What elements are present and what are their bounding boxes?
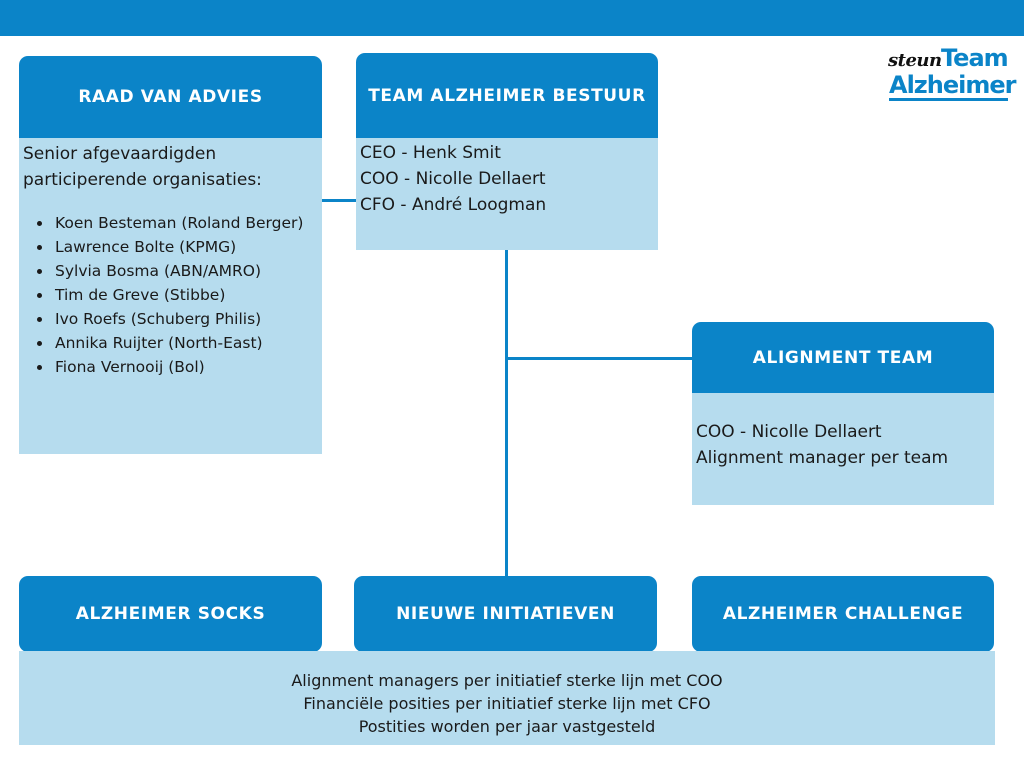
bestuur-box: TEAM ALZHEIMER BESTUUR CEO - Henk Smit C… bbox=[356, 53, 658, 250]
nieuwe-initiatieven-header: NIEUWE INITIATIEVEN bbox=[354, 576, 657, 652]
nieuwe-initiatieven-box: NIEUWE INITIATIEVEN bbox=[354, 576, 657, 652]
raad-member: Annika Ruijter (North-East) bbox=[53, 331, 318, 355]
connector-raad-bestuur bbox=[322, 199, 356, 202]
bestuur-title: TEAM ALZHEIMER BESTUUR bbox=[368, 85, 646, 106]
raad-member: Fiona Vernooij (Bol) bbox=[53, 355, 318, 379]
raad-van-advies-body: Senior afgevaardigden participerende org… bbox=[19, 138, 322, 454]
alignment-line: Alignment manager per team bbox=[696, 448, 949, 468]
connector-bestuur-vertical bbox=[505, 250, 508, 576]
alzheimer-challenge-box: ALZHEIMER CHALLENGE bbox=[692, 576, 994, 652]
raad-member: Tim de Greve (Stibbe) bbox=[53, 283, 318, 307]
alzheimer-socks-title: ALZHEIMER SOCKS bbox=[75, 604, 266, 624]
alignment-team-title: ALIGNMENT TEAM bbox=[752, 347, 934, 368]
raad-member: Lawrence Bolte (KPMG) bbox=[53, 235, 318, 259]
raad-van-advies-title: RAAD VAN ADVIES bbox=[78, 87, 263, 107]
alignment-team-body: COO - Nicolle Dellaert Alignment manager… bbox=[692, 393, 994, 505]
notes-line: Financiële posities per initiatief sterk… bbox=[303, 694, 711, 713]
alignment-line: COO - Nicolle Dellaert bbox=[696, 422, 882, 442]
nieuwe-initiatieven-title: NIEUWE INITIATIEVEN bbox=[396, 604, 615, 624]
notes-line: Postities worden per jaar vastgesteld bbox=[358, 717, 656, 736]
bestuur-header: TEAM ALZHEIMER BESTUUR bbox=[356, 53, 658, 138]
alzheimer-socks-header: ALZHEIMER SOCKS bbox=[19, 576, 322, 652]
alzheimer-socks-box: ALZHEIMER SOCKS bbox=[19, 576, 322, 652]
alzheimer-challenge-header: ALZHEIMER CHALLENGE bbox=[692, 576, 994, 652]
logo-team-text: Team bbox=[941, 44, 1009, 72]
alzheimer-challenge-title: ALZHEIMER CHALLENGE bbox=[722, 604, 964, 624]
bestuur-line: COO - Nicolle Dellaert bbox=[360, 169, 546, 189]
raad-members-list: Koen Besteman (Roland Berger) Lawrence B… bbox=[23, 211, 318, 379]
alignment-team-header: ALIGNMENT TEAM bbox=[692, 322, 994, 393]
logo-underline bbox=[889, 98, 1008, 101]
top-banner bbox=[0, 0, 1024, 36]
raad-intro-text: Senior afgevaardigden participerende org… bbox=[23, 144, 262, 190]
bestuur-body: CEO - Henk Smit COO - Nicolle Dellaert C… bbox=[356, 138, 658, 250]
raad-member: Koen Besteman (Roland Berger) bbox=[53, 211, 318, 235]
bestuur-line: CFO - André Loogman bbox=[360, 195, 547, 215]
bestuur-line: CEO - Henk Smit bbox=[360, 143, 501, 163]
steun-team-alzheimer-logo: steun Team Alzheimer bbox=[888, 44, 1016, 104]
raad-member: Ivo Roefs (Schuberg Philis) bbox=[53, 307, 318, 331]
notes-line: Alignment managers per initiatief sterke… bbox=[291, 671, 723, 690]
connector-alignment bbox=[505, 357, 693, 360]
raad-member: Sylvia Bosma (ABN/AMRO) bbox=[53, 259, 318, 283]
alignment-team-box: ALIGNMENT TEAM COO - Nicolle Dellaert Al… bbox=[692, 322, 994, 505]
raad-van-advies-box: RAAD VAN ADVIES Senior afgevaardigden pa… bbox=[19, 56, 322, 454]
raad-van-advies-header: RAAD VAN ADVIES bbox=[19, 56, 322, 138]
logo-steun-text: steun bbox=[888, 50, 942, 71]
initiatives-notes-panel: Alignment managers per initiatief sterke… bbox=[19, 651, 995, 745]
logo-alzheimer-text: Alzheimer bbox=[889, 71, 1016, 99]
